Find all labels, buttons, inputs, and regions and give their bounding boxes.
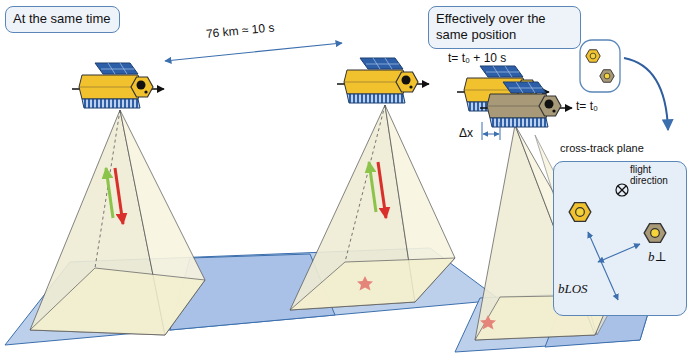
baseline-label: b⊥ bbox=[648, 250, 667, 264]
cross-track-box: cross-track plane flight direction bLOS b⊥ bbox=[552, 140, 688, 318]
title-box: Effectively over the same position bbox=[428, 6, 581, 49]
time-label: t= t₀ bbox=[575, 99, 599, 113]
title-box: At the same time bbox=[5, 6, 120, 33]
baseline-label: bLOS bbox=[558, 282, 588, 296]
offset-label: Δx bbox=[458, 126, 474, 140]
direction-label: flight direction bbox=[630, 164, 686, 186]
time-label: t= t₀ + 10 s bbox=[447, 51, 507, 65]
title-text: Effectively over the same position bbox=[436, 11, 572, 43]
distance-label: 76 km ≈ 10 s bbox=[204, 20, 276, 41]
panel-heading: cross-track plane bbox=[560, 142, 644, 154]
title-text: At the same time bbox=[13, 11, 111, 27]
